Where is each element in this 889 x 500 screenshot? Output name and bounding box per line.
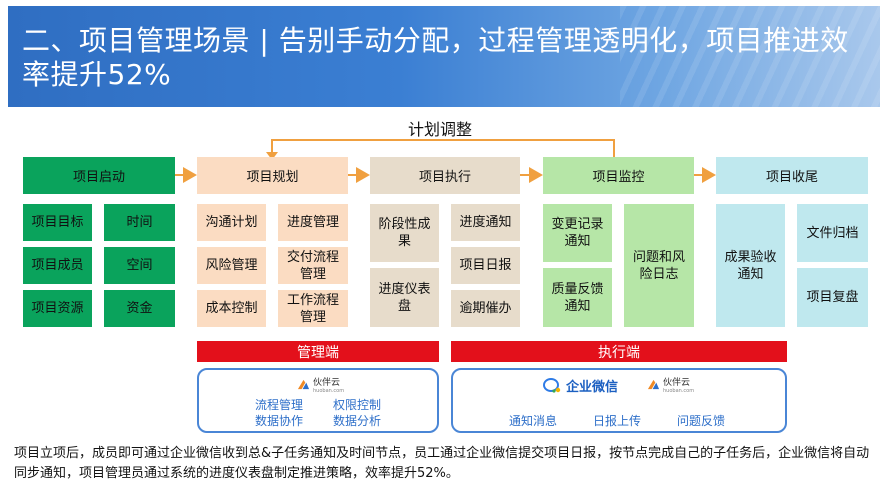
- execution-bar: 执行端: [451, 341, 787, 362]
- execution-panel: 企业微信 伙伴云 huoban.com 通知消息 日报上传 问题反馈: [451, 368, 787, 433]
- exec-item-daily-report: 项目日报: [451, 247, 520, 284]
- start-item-time: 时间: [104, 204, 175, 241]
- close-item-review: 项目复盘: [797, 268, 868, 327]
- exec-item-progress-notice: 进度通知: [451, 204, 520, 241]
- exec-item-overdue: 逾期催办: [451, 290, 520, 327]
- monitor-item-change-log: 变更记录通知: [543, 204, 612, 262]
- exec-item-dashboard: 进度仪表盘: [370, 268, 439, 327]
- plan-item-delivery: 交付流程管理: [278, 247, 348, 284]
- loop-arrow-head: [266, 152, 278, 160]
- feature-feedback: 问题反馈: [677, 414, 726, 428]
- plan-item-progress: 进度管理: [278, 204, 348, 241]
- page-title: 二、项目管理场景 | 告别手动分配，过程管理透明化，项目推进效率提升52%: [22, 24, 849, 91]
- start-item-goal: 项目目标: [23, 204, 92, 241]
- start-item-funds: 资金: [104, 290, 175, 327]
- monitor-item-issue-risk: 问题和风险日志: [624, 204, 694, 327]
- huoban-logo: 伙伴云 huoban.com: [297, 375, 344, 394]
- management-panel: 伙伴云 huoban.com 流程管理 权限控制 数据协作 数据分析: [197, 368, 439, 433]
- stage-start: 项目启动: [23, 157, 175, 194]
- loop-label: 计划调整: [408, 120, 473, 139]
- huoban-logo-icon: [297, 379, 310, 390]
- monitor-item-quality: 质量反馈通知: [543, 268, 612, 327]
- plan-item-communication: 沟通计划: [197, 204, 266, 241]
- feature-process: 流程管理: [255, 398, 304, 412]
- start-item-resources: 项目资源: [23, 290, 92, 327]
- plan-item-workflow: 工作流程管理: [278, 290, 348, 327]
- close-item-acceptance: 成果验收通知: [716, 204, 785, 327]
- management-bar: 管理端: [197, 341, 439, 362]
- wecom-label: 企业微信: [566, 380, 619, 395]
- huoban-logo-text: 伙伴云: [313, 378, 341, 388]
- huoban-logo-sub: huoban.com: [313, 388, 345, 394]
- exec-item-milestones: 阶段性成果: [370, 204, 439, 262]
- header-decoration: [620, 6, 880, 107]
- feature-analysis: 数据分析: [333, 414, 382, 428]
- huoban-logo: 伙伴云 huoban.com: [647, 375, 694, 394]
- huoban-logo-icon: [647, 379, 660, 390]
- feature-collaboration: 数据协作: [255, 414, 304, 428]
- start-item-members: 项目成员: [23, 247, 92, 284]
- close-item-archive: 文件归档: [797, 204, 868, 262]
- stage-exec: 项目执行: [370, 157, 520, 194]
- huoban-logo-sub: huoban.com: [663, 388, 695, 394]
- plan-item-cost: 成本控制: [197, 290, 266, 327]
- feature-daily-upload: 日报上传: [593, 414, 642, 428]
- wecom-logo: 企业微信: [543, 376, 618, 395]
- huoban-logo-text: 伙伴云: [663, 378, 691, 388]
- plan-item-risk: 风险管理: [197, 247, 266, 284]
- loop-arrow-line: [271, 139, 615, 157]
- feature-notify: 通知消息: [509, 414, 558, 428]
- feature-permission: 权限控制: [333, 398, 382, 412]
- stage-close: 项目收尾: [716, 157, 868, 194]
- header-banner: 二、项目管理场景 | 告别手动分配，过程管理透明化，项目推进效率提升52%: [8, 6, 880, 107]
- start-item-space: 空间: [104, 247, 175, 284]
- wecom-icon: [543, 377, 561, 393]
- stage-monitor: 项目监控: [543, 157, 694, 194]
- footer-description: 项目立项后，成员即可通过企业微信收到总&子任务通知及时间节点，员工通过企业微信提…: [14, 446, 870, 481]
- stage-plan: 项目规划: [197, 157, 348, 194]
